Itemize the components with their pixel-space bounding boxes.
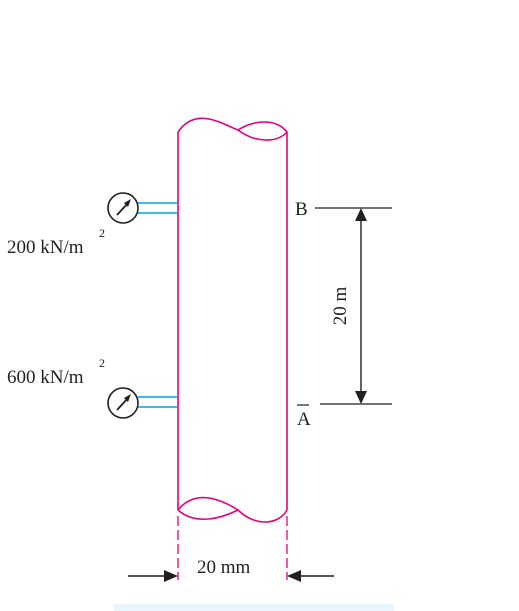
lower-pressure-gauge [107, 387, 178, 419]
lower-gauge-pressure-label: 600 kN/m [7, 367, 84, 388]
gauge-needle-tip-icon [124, 394, 131, 402]
height-dimension [355, 208, 367, 404]
arrow-left-icon [287, 570, 301, 582]
diameter-dimension-label: 20 mm [197, 557, 251, 578]
arrow-right-icon [164, 570, 178, 582]
gauge-needle-tip-icon [124, 199, 131, 207]
diameter-dimension [128, 516, 334, 582]
pipe-top-break [177, 117, 288, 133]
upper-pressure-gauge [107, 192, 178, 224]
arrow-up-icon [355, 208, 367, 221]
height-dimension-label: 20 m [330, 287, 351, 326]
upper-gauge-pressure-superscript: 2 [99, 226, 105, 240]
pipe [177, 117, 288, 523]
pipe-top-break-lobe [237, 129, 288, 141]
point-a-label: A [297, 409, 311, 430]
point-b-label: B [295, 199, 308, 220]
lower-gauge-pressure-superscript: 2 [99, 356, 105, 370]
arrow-down-icon [355, 391, 367, 404]
bottom-band [114, 604, 394, 611]
pipe-bottom-break-lobe [177, 509, 239, 521]
upper-gauge-pressure-label: 200 kN/m [7, 237, 84, 258]
